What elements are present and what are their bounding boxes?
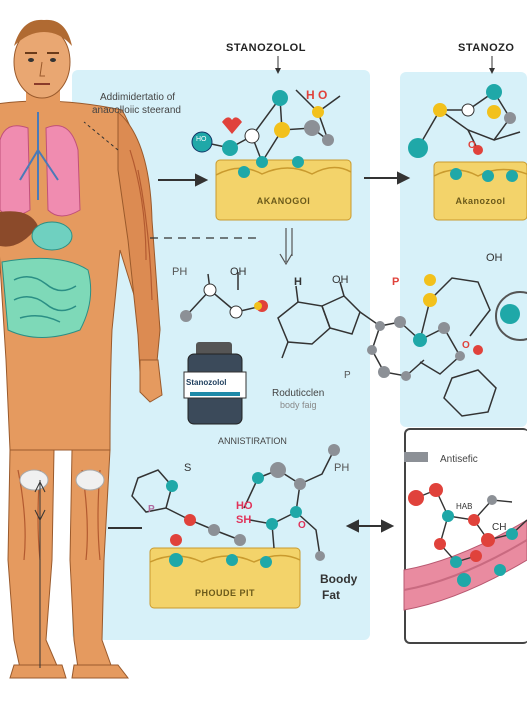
tissue-label-upper-right: Akanozool [455,196,506,206]
chem-label-s1: S [184,462,192,474]
inset-tag [404,452,428,462]
chem-label-p2: P [344,370,351,381]
chem-label-o-small: O [468,140,476,151]
atoms-upper-center [191,90,334,178]
blood-vessel [403,519,527,611]
atoms-chain-middle-right [367,274,520,381]
tissue-block-upper-center [215,159,352,221]
chem-label-oh1: OH [230,266,247,278]
boody-label: Boody [320,572,358,586]
title-right: STANOZO [458,42,515,54]
title-center: STANOZOLOL [226,42,306,54]
tissue-label-upper-center: AKANOGOI [256,196,311,206]
reduction-label-line1: Roduticclen [272,388,325,399]
atoms-inset [408,483,518,587]
chem-label-ch: CH [492,522,507,533]
chem-label-hab: HAB [456,502,473,511]
chem-label-o-mid: O [298,520,306,531]
chem-label-h-o: H O [306,88,328,102]
atoms-lower [166,444,340,568]
arrows [108,56,495,533]
chem-label-ph1: PH [172,266,188,278]
administration-label: ANNISTIRATION [218,436,287,446]
chem-label-h1: H [294,276,302,288]
atoms-middle [180,283,268,322]
vial-label: Stanozolol [186,378,227,387]
chem-label-oh2: OH [332,274,349,286]
chem-label-p-mid: P [148,504,155,515]
atoms-upper-right [408,84,518,182]
admin-annotation-line2: anaoolloiic steerand [92,105,181,116]
molecule-middle [185,272,361,359]
guide-lines [150,228,293,266]
chem-label-o-ring: O [462,340,470,351]
tissue-label-lower: PHOUDE PIT [194,588,255,598]
chem-label-sh: SH [236,514,252,526]
human-figure [0,19,163,679]
right-panel [400,72,527,427]
chem-label-ph2: PH [334,462,350,474]
reduction-label-line2: body faig [280,400,317,410]
molecule-chain-middle-right [359,277,527,417]
fat-label: Fat [322,588,340,602]
chem-label-oh3: OH [486,252,503,264]
admin-annotation-line1: Addimidertatio of [100,92,176,103]
vertical-arrow [34,480,46,668]
antisefic-label: Antisefic [440,454,478,465]
vial [183,342,247,425]
chem-label-ho-upper: HO [196,136,207,143]
chem-label-p1: P [392,276,400,288]
chem-label-ho: HO [236,500,253,512]
molecule-lower [131,449,335,557]
